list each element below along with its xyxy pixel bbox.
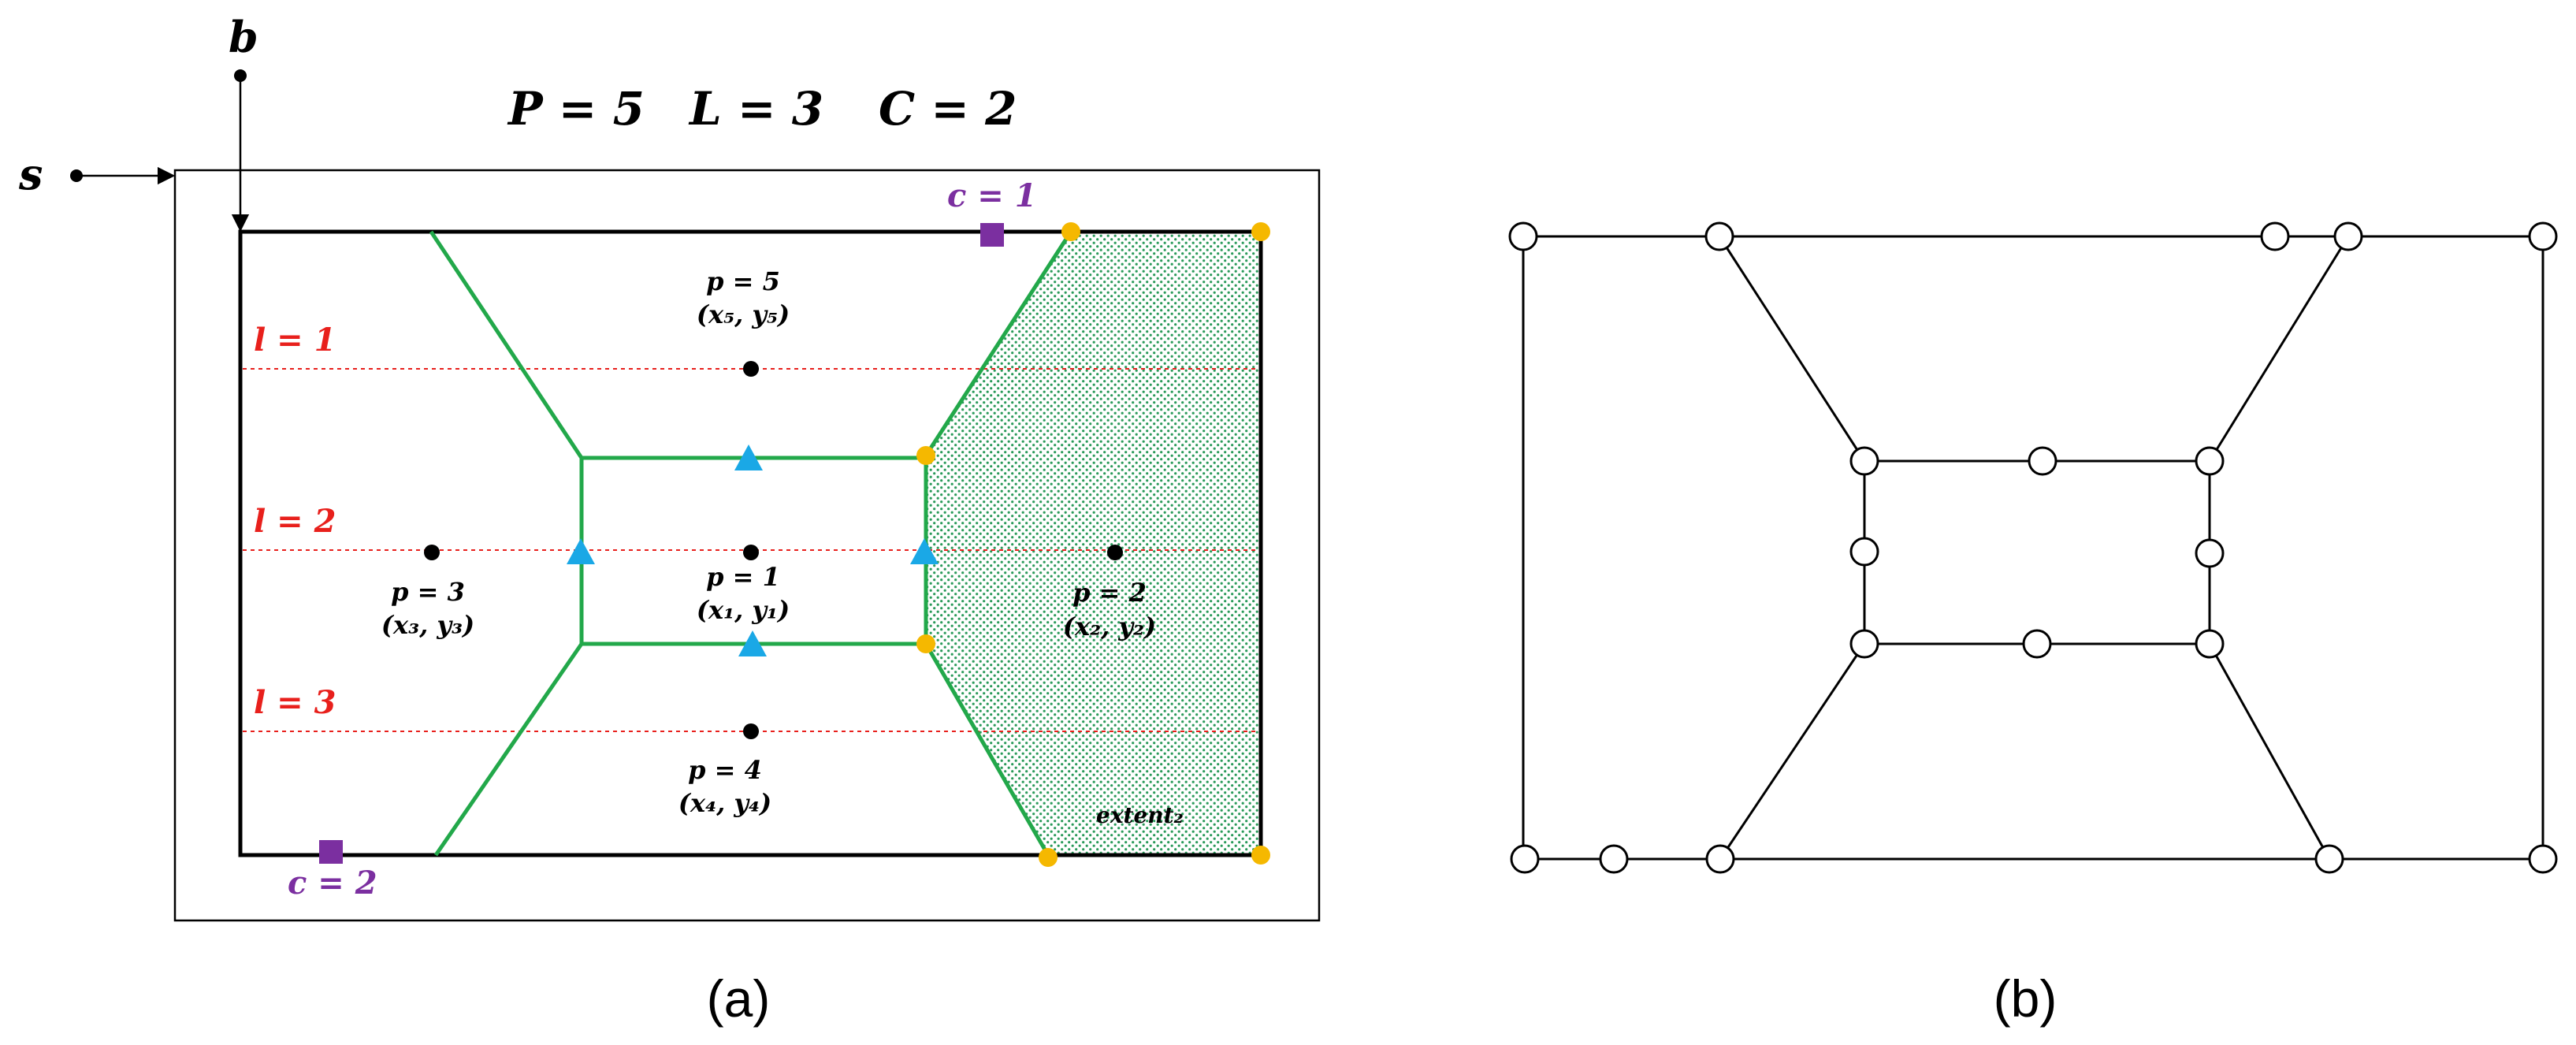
- graph-edge: [2208, 236, 2350, 462]
- edge-left-bottom: [433, 642, 584, 857]
- graph-nodes: [1508, 221, 2558, 874]
- triangle-marker: [734, 444, 763, 470]
- edge-left-top: [429, 230, 584, 459]
- extent-label: extent₂: [1096, 802, 1184, 828]
- centroid-p4: [743, 723, 759, 739]
- graph-node: [2528, 221, 2558, 251]
- centroid-p1: [743, 545, 759, 560]
- graph-edge: [1719, 643, 1866, 860]
- cell-p1-label: p = 1: [706, 562, 780, 592]
- corner-point: [1061, 222, 1080, 241]
- cell-p2-coord: (x₂, y₂): [1063, 612, 1156, 642]
- graph-node: [2528, 844, 2558, 874]
- centroid-p2: [1107, 545, 1123, 560]
- connector-c2-label: c = 2: [288, 865, 377, 902]
- cell-p4-coord: (x₄, y₄): [678, 788, 771, 818]
- graph-edge: [2208, 643, 2331, 860]
- graph-node: [1510, 844, 1540, 874]
- s-axis-label: s: [18, 149, 43, 199]
- cell-p1-coord: (x₁, y₁): [697, 595, 790, 625]
- connector-c2-square: [319, 840, 343, 864]
- header-c-count: C = 2: [879, 82, 1017, 136]
- graph-node: [2195, 629, 2225, 659]
- graph-node: [1705, 844, 1735, 874]
- panel-a: s b P = 5 L = 3 C = 2 l = 1 l = 2 l = 3 …: [18, 12, 1321, 1028]
- line-l3-label: l = 3: [254, 684, 336, 721]
- corner-point: [1251, 222, 1270, 241]
- edge-right-top: [924, 230, 1073, 457]
- cell-centroids: [424, 361, 1123, 739]
- cell-p3-label: p = 3: [391, 577, 465, 607]
- graph-inner-edges: [1863, 459, 2211, 645]
- caption-a: (a): [707, 969, 771, 1028]
- connector-c1-square: [980, 223, 1004, 247]
- b-axis-label: b: [229, 12, 258, 62]
- cell-p5-coord: (x₅, y₅): [697, 299, 790, 329]
- graph-node: [2314, 844, 2344, 874]
- connector-c1-label: c = 1: [947, 177, 1037, 214]
- centroid-p3: [424, 545, 440, 560]
- corner-point: [916, 634, 935, 653]
- extent-2-region: [926, 232, 1261, 855]
- corner-point: [1039, 848, 1058, 867]
- graph-node: [2195, 538, 2225, 568]
- cell-p4-label: p = 4: [688, 755, 762, 785]
- corner-points: [916, 222, 1270, 867]
- corner-point: [916, 446, 935, 465]
- line-l2-label: l = 2: [254, 503, 336, 540]
- triangle-marker: [910, 538, 939, 564]
- caption-b: (b): [1994, 969, 2057, 1028]
- triangle-marker: [567, 538, 595, 564]
- triangle-marker: [738, 630, 767, 656]
- graph-node: [2022, 629, 2052, 659]
- header-p-count: P = 5: [507, 82, 645, 136]
- graph-node: [2260, 221, 2290, 251]
- cell-labels: p = 5 (x₅, y₅) p = 1 (x₁, y₁) p = 3 (x₃,…: [381, 266, 1156, 818]
- cell-p3-coord: (x₃, y₃): [381, 610, 474, 640]
- graph-node: [1508, 221, 1538, 251]
- corner-point: [1251, 846, 1270, 865]
- cell-p5-label: p = 5: [706, 266, 780, 296]
- line-l1-label: l = 1: [254, 322, 336, 359]
- outer-frame: [173, 169, 1321, 922]
- graph-node: [1849, 629, 1879, 659]
- cell-p2-label: p = 2: [1072, 578, 1147, 608]
- boundary-rectangle: [238, 229, 1263, 857]
- triangle-markers: [567, 444, 939, 656]
- graph-node: [1704, 221, 1734, 251]
- centroid-p5: [743, 361, 759, 377]
- graph-edges: [1522, 235, 2544, 861]
- graph-node: [2333, 221, 2363, 251]
- graph-outer-edges: [1522, 235, 2544, 861]
- graph-node: [2195, 446, 2225, 476]
- graph-node: [1849, 446, 1879, 476]
- graph-node: [2028, 446, 2057, 476]
- edge-right-bottom: [924, 642, 1050, 857]
- header-l-count: L = 3: [688, 82, 823, 136]
- graph-node: [1599, 844, 1629, 874]
- graph-edge: [1718, 236, 1866, 462]
- panel-b: (b): [1508, 221, 2558, 1028]
- graph-node: [1849, 537, 1879, 567]
